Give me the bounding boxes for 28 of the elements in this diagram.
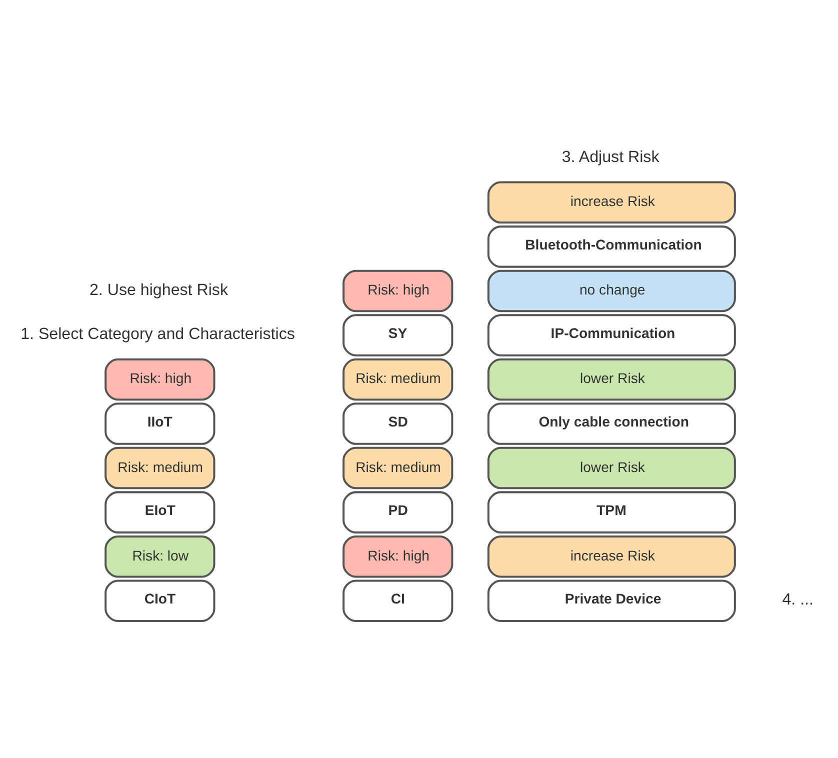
node-box: Risk: high — [342, 269, 454, 312]
node-box: Risk: medium — [104, 446, 216, 489]
node-box: Risk: high — [342, 534, 454, 578]
node-box: Risk: low — [104, 534, 216, 578]
node-box: increase Risk — [487, 534, 736, 578]
node-box: Only cable connection — [487, 402, 736, 444]
node-box: Private Device — [487, 579, 736, 622]
node-box: Bluetooth-Communication — [487, 225, 736, 268]
node-box: lower Risk — [487, 358, 736, 400]
label: 3. Adjust Risk — [562, 147, 660, 166]
node-box: Risk: medium — [342, 446, 454, 489]
node-box: no change — [487, 269, 736, 312]
node-box: IIoT — [104, 402, 216, 444]
label: 2. Use highest Risk — [89, 280, 228, 298]
node-box: SY — [342, 314, 454, 356]
node-box: SD — [342, 402, 454, 444]
label: 1. Select Category and Characteristics — [20, 324, 295, 343]
node-box: Risk: high — [104, 358, 216, 400]
node-box: EIoT — [104, 490, 216, 533]
node-box: Risk: medium — [342, 358, 454, 400]
node-box: increase Risk — [487, 180, 736, 224]
node-box: PD — [342, 490, 454, 533]
node-box: CI — [342, 579, 454, 622]
node-box: CIoT — [104, 579, 216, 622]
node-box: IP-Communication — [487, 314, 736, 356]
label: 4. ... — [782, 590, 814, 608]
node-box: lower Risk — [487, 446, 736, 489]
node-box: TPM — [487, 490, 736, 533]
